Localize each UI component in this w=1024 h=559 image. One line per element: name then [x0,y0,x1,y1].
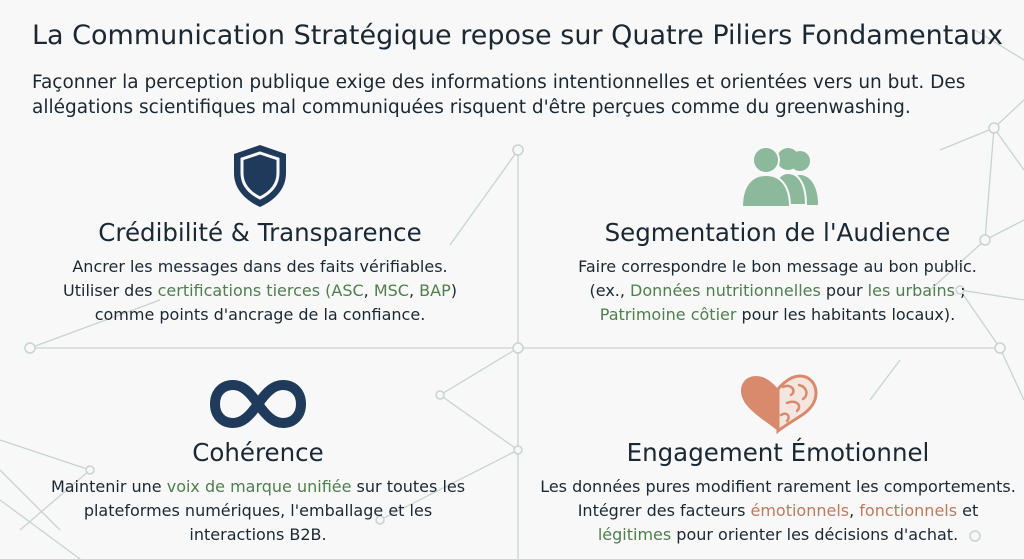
page-title: La Communication Stratégique repose sur … [32,20,1003,51]
pillar-description: Ancrer les messages dans des faits vérif… [63,257,457,324]
pillar-title: Cohérence [192,438,324,467]
pillar-description: Faire correspondre le bon message au bon… [578,257,977,324]
pillar-description: Les données pures modifient rarement les… [540,477,1016,544]
highlight-msc: MSC [373,281,409,300]
highlight-brand-voice: voix de marque unifiée [166,477,352,496]
pillar-audience-segmentation: Segmentation de l'Audience Faire corresp… [525,142,1024,327]
audience-group-icon [740,146,818,208]
highlight-coastal: Patrimoine côtier [599,305,737,324]
pillar-title: Engagement Émotionnel [626,438,930,467]
pillar-coherence: Cohérence Maintenir une voix de marque u… [20,370,496,547]
pillar-title: Segmentation de l'Audience [604,218,951,247]
pillar-credibility: Crédibilité & Transparence Ancrer les me… [40,142,480,327]
highlight-urban: les urbains [867,281,955,300]
highlight-bap: BAP [419,281,451,300]
pillar-emotional-engagement: Engagement Émotionnel Les données pures … [528,370,1024,547]
pillar-title: Crédibilité & Transparence [98,218,422,247]
infinity-icon [209,379,307,429]
highlight-emotional: émotionnels [750,501,850,520]
highlight-legitimate: légitimes [597,525,672,544]
heart-brain-icon [741,374,818,435]
highlight-nutrition: Données nutritionnelles [630,281,821,300]
highlight-certifications: certifications tierces (ASC [157,281,364,300]
highlight-functional: fonctionnels [859,501,958,520]
pillar-description: Maintenir une voix de marque unifiée sur… [50,477,466,544]
page-subtitle: Façonner la perception publique exige de… [32,72,966,118]
shield-icon [234,145,286,207]
